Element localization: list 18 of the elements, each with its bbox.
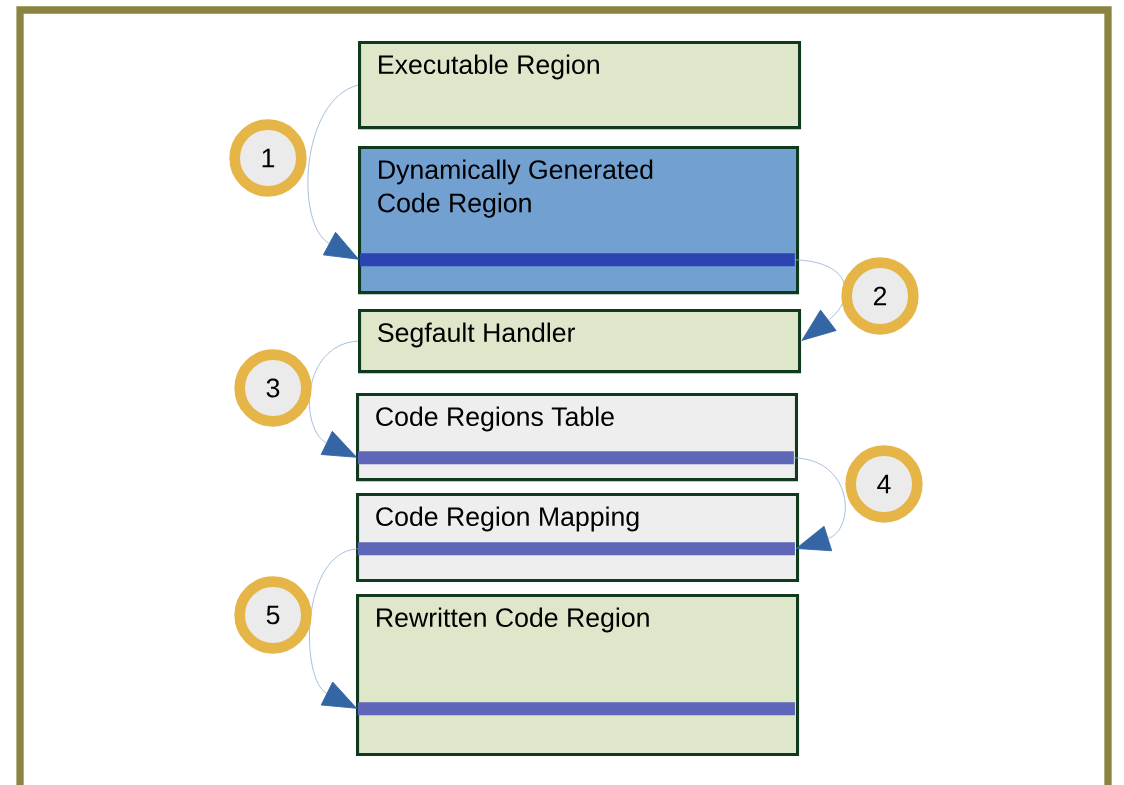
highlight-bar xyxy=(357,702,795,716)
step-number-badge: 3 xyxy=(234,349,312,427)
highlight-bar xyxy=(359,253,795,267)
step-number-badge: 1 xyxy=(229,119,307,197)
curved-arrow xyxy=(793,457,846,552)
region-box: Segfault Handler xyxy=(358,309,802,374)
step-number-badge: 4 xyxy=(845,445,923,523)
region-box: Executable Region xyxy=(358,41,802,130)
region-box: Dynamically Generated Code Region xyxy=(358,146,800,295)
curved-arrow xyxy=(794,259,846,341)
step-number-badge: 2 xyxy=(841,257,919,335)
curved-arrow xyxy=(309,548,358,709)
highlight-bar xyxy=(357,542,795,556)
highlight-bar xyxy=(357,451,794,465)
region-box: Rewritten Code Region xyxy=(356,594,800,756)
curved-arrow xyxy=(309,340,359,458)
curved-arrow xyxy=(307,84,360,260)
step-number-badge: 5 xyxy=(234,576,312,654)
